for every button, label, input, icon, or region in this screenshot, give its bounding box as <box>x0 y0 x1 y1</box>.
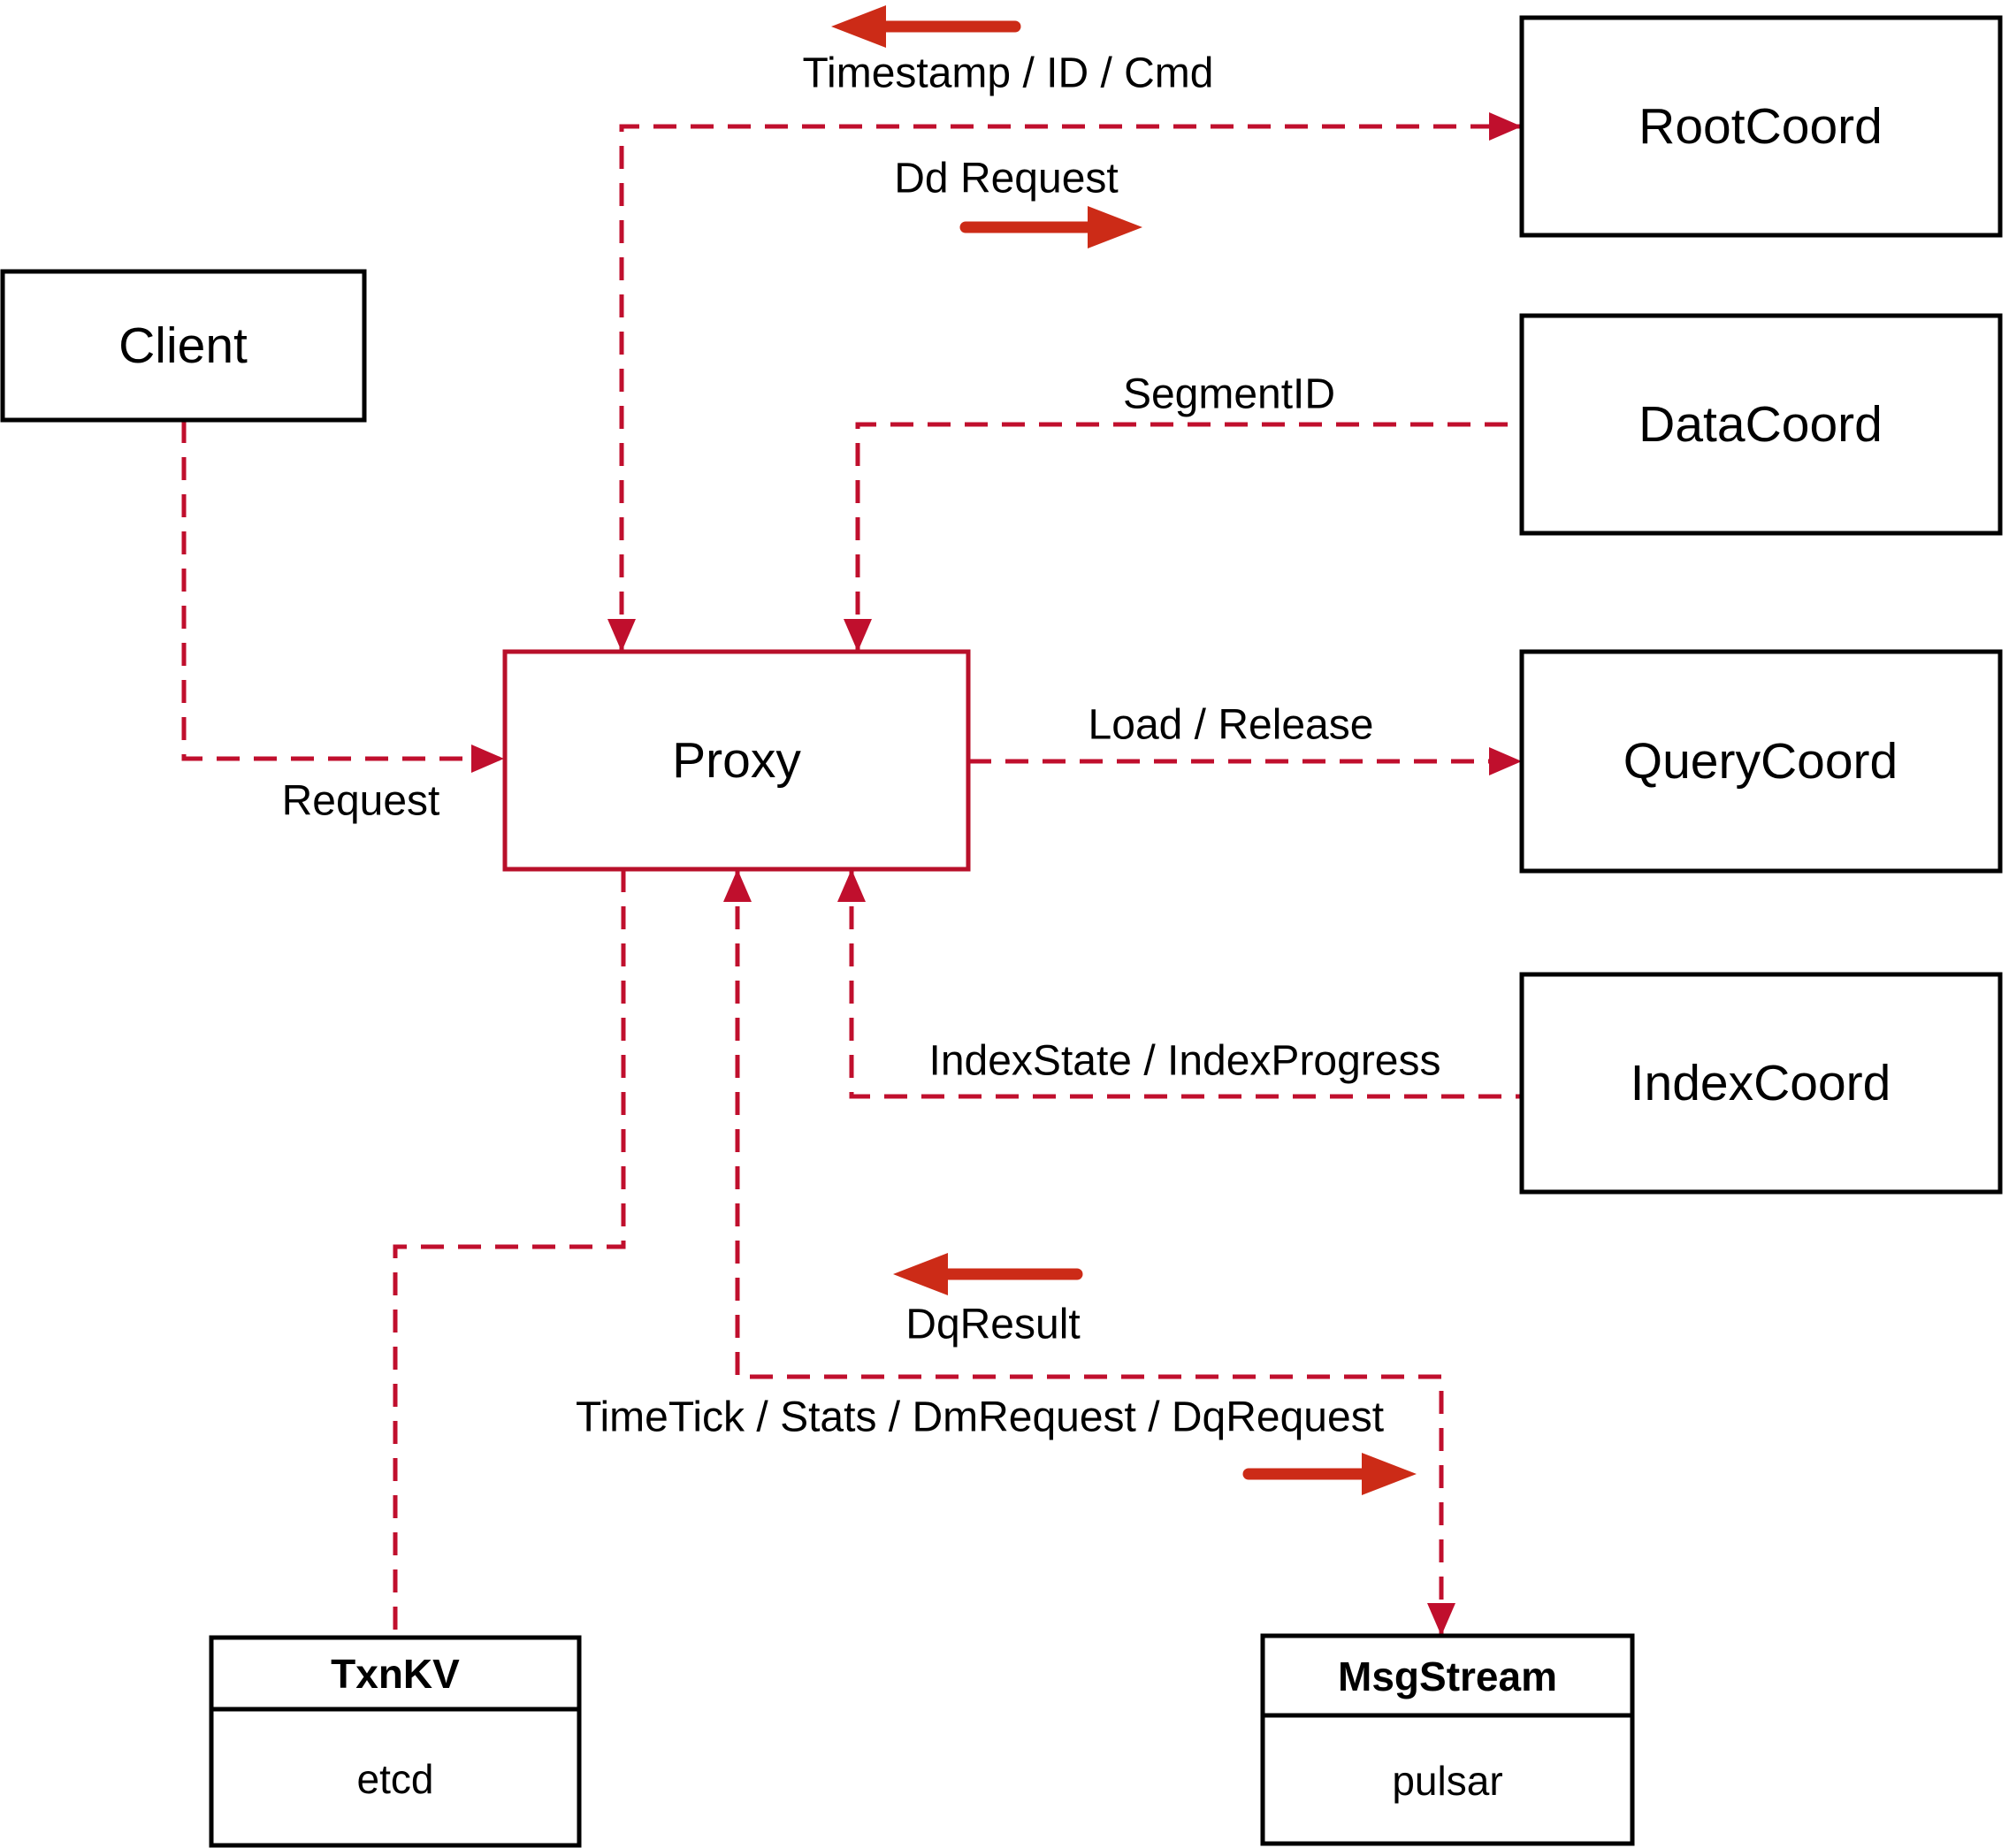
rootcoord-box <box>1519 15 2003 238</box>
node-proxy: Proxy <box>502 649 971 872</box>
querycoord-label: QueryCoord <box>1623 733 1898 790</box>
arrowhead-into-proxy-left-icon <box>471 745 504 773</box>
rootcoord-label: RootCoord <box>1639 98 1883 155</box>
edge-label-dq-result: DqResult <box>905 1302 1080 1348</box>
edge-label-timetick: TimeTick / Stats / DmRequest / DqRequest <box>576 1394 1384 1441</box>
arrowhead-into-proxy-bottom-right-icon <box>837 869 866 902</box>
edge-indexcoord-proxy <box>849 869 1522 1099</box>
msgstream-impl: pulsar <box>1392 1758 1502 1804</box>
edge-label-dd-request: Dd Request <box>894 156 1118 202</box>
node-txnkv: TxnKV etcd <box>209 1635 582 1848</box>
msgstream-box <box>1260 1633 1635 1846</box>
arrowhead-into-querycoord-icon <box>1489 747 1522 775</box>
datacoord-label: DataCoord <box>1639 396 1883 453</box>
edge-proxy-txnkv <box>393 869 626 1638</box>
proxy-box <box>502 649 971 872</box>
edge-label-timestamp: Timestamp / ID / Cmd <box>803 50 1214 97</box>
right-arrow-dd-request-head <box>1088 206 1142 248</box>
txnkv-impl: etcd <box>357 1756 434 1802</box>
edge-label-request: Request <box>282 778 440 825</box>
node-msgstream: MsgStream pulsar <box>1260 1633 1635 1846</box>
edge-proxy-msgstream <box>735 869 1444 1636</box>
node-client: Client <box>0 269 367 423</box>
txnkv-title: TxnKV <box>331 1651 460 1697</box>
proxy-label: Proxy <box>672 732 801 789</box>
arrowhead-into-msgstream-icon <box>1427 1603 1455 1636</box>
indexcoord-label: IndexCoord <box>1631 1055 1891 1111</box>
edge-client-proxy <box>181 420 504 761</box>
left-arrow-dq-result-icon <box>893 1253 1083 1295</box>
arrowhead-into-proxy-top-left-icon <box>607 619 636 652</box>
right-arrow-timetick-icon <box>1242 1453 1417 1495</box>
edge-label-segment-id: SegmentID <box>1123 371 1335 418</box>
left-arrow-timestamp-icon <box>831 5 1021 48</box>
arrowhead-into-rootcoord-icon <box>1489 112 1522 141</box>
node-querycoord: QueryCoord <box>1519 649 2003 874</box>
edge-datacoord-proxy <box>855 422 1522 652</box>
node-datacoord: DataCoord <box>1519 313 2003 536</box>
querycoord-box <box>1519 649 2003 874</box>
left-arrow-dq-result-head <box>893 1253 948 1295</box>
datacoord-box <box>1519 313 2003 536</box>
right-arrow-dd-request-icon <box>959 206 1142 248</box>
arrowhead-into-proxy-bottom-left-icon <box>723 869 752 902</box>
txnkv-box <box>209 1635 582 1848</box>
msgstream-title: MsgStream <box>1338 1653 1557 1699</box>
client-box <box>0 269 367 423</box>
edge-proxy-rootcoord <box>619 124 1522 652</box>
arrowhead-into-proxy-top-right-icon <box>844 619 872 652</box>
edge-label-load-release: Load / Release <box>1089 702 1374 749</box>
node-rootcoord: RootCoord <box>1519 15 2003 238</box>
indexcoord-box <box>1519 972 2003 1195</box>
left-arrow-timestamp-head <box>831 5 886 48</box>
node-indexcoord: IndexCoord <box>1519 972 2003 1195</box>
right-arrow-timetick-head <box>1362 1453 1417 1495</box>
edge-label-index-state: IndexState / IndexProgress <box>929 1038 1441 1085</box>
client-label: Client <box>118 317 248 374</box>
